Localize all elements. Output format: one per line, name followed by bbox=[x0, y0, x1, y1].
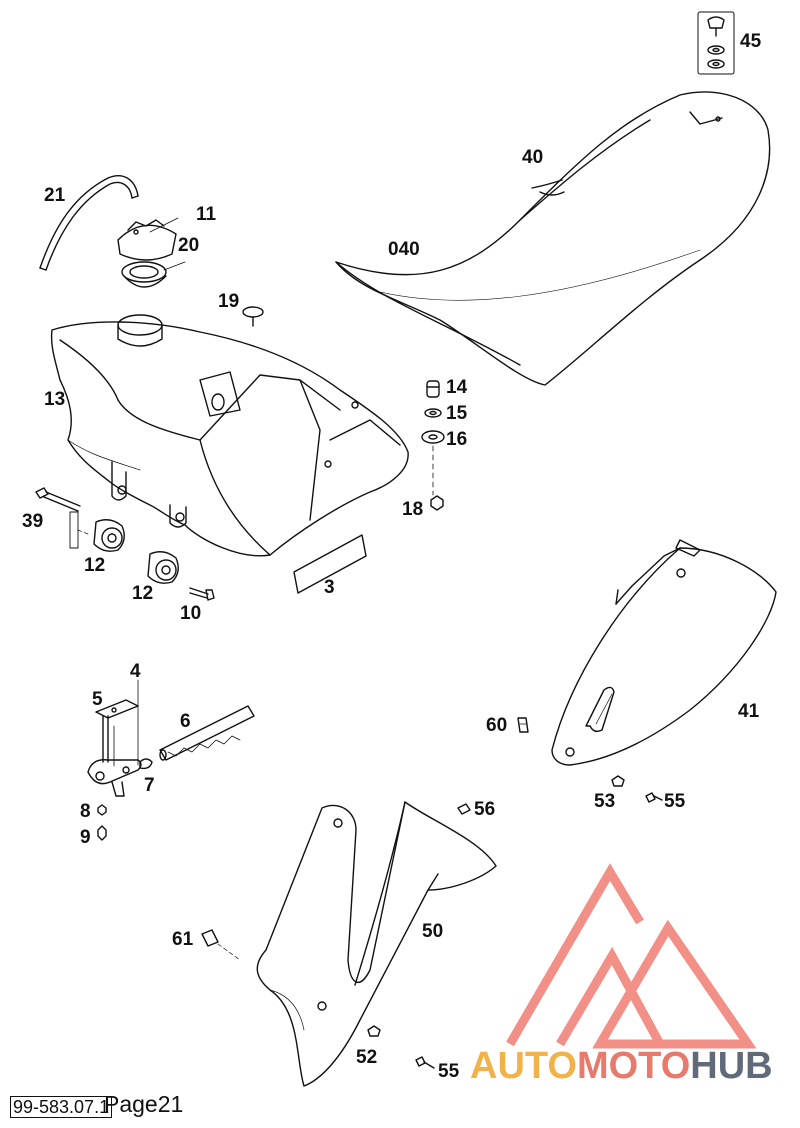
part-55-screw-lower bbox=[415, 1056, 435, 1069]
part-18-nut bbox=[430, 495, 444, 511]
label-part-12-right: 12 bbox=[132, 583, 154, 604]
label-part-53: 53 bbox=[594, 791, 616, 812]
part-16-rubber-washer bbox=[421, 430, 445, 444]
label-part-45: 45 bbox=[740, 31, 762, 52]
part-4-fuel-tap bbox=[87, 679, 142, 797]
part-10-bolt bbox=[189, 587, 215, 601]
part-21-breather-hose bbox=[39, 175, 139, 271]
label-part-41: 41 bbox=[738, 701, 760, 722]
page-number: Page21 bbox=[104, 1091, 184, 1117]
part-41-side-cover bbox=[551, 539, 777, 766]
label-part-8: 8 bbox=[80, 801, 91, 822]
part-45-seat-screw bbox=[697, 11, 735, 75]
part-61-clip bbox=[201, 929, 241, 961]
part-7-hose-clamp bbox=[139, 758, 153, 770]
part-50-side-cover bbox=[256, 801, 497, 1087]
label-part-50: 50 bbox=[422, 921, 444, 942]
label-part-5: 5 bbox=[92, 689, 103, 710]
watermark-hub: HUB bbox=[690, 1045, 773, 1087]
label-part-39: 39 bbox=[22, 511, 44, 532]
label-part-15: 15 bbox=[446, 403, 468, 424]
part-15-washer bbox=[424, 408, 442, 418]
label-part-6: 6 bbox=[180, 711, 191, 732]
label-part-10: 10 bbox=[180, 603, 202, 624]
watermark-logo-icon bbox=[506, 863, 757, 1049]
label-part-55-upper: 55 bbox=[664, 791, 686, 812]
label-part-18: 18 bbox=[402, 499, 424, 520]
part-12-grommet-right bbox=[147, 551, 179, 584]
label-part-19: 19 bbox=[218, 291, 240, 312]
watermark-moto: MOTO bbox=[576, 1045, 691, 1087]
part-55-screw-upper bbox=[645, 792, 663, 803]
part-9-screw bbox=[97, 825, 107, 841]
part-14-screw bbox=[426, 380, 440, 398]
part-39-bolt bbox=[35, 487, 89, 549]
watermark-auto: AUTO bbox=[470, 1045, 577, 1087]
label-part-13: 13 bbox=[44, 389, 66, 410]
label-part-61: 61 bbox=[172, 929, 194, 950]
catalog-code: 99-583.07.1 bbox=[10, 1096, 113, 1118]
label-part-14: 14 bbox=[446, 377, 468, 398]
part-13-fuel-tank bbox=[50, 314, 409, 557]
label-part-7: 7 bbox=[144, 775, 155, 796]
label-part-20: 20 bbox=[178, 235, 200, 256]
label-part-60: 60 bbox=[486, 715, 508, 736]
label-part-52: 52 bbox=[356, 1047, 378, 1068]
label-part-55-lower: 55 bbox=[438, 1061, 460, 1082]
part-53-washer bbox=[611, 775, 625, 787]
label-part-9: 9 bbox=[80, 827, 91, 848]
label-part-4: 4 bbox=[130, 661, 141, 682]
part-20-cap-gasket bbox=[121, 261, 186, 288]
label-part-3: 3 bbox=[324, 577, 335, 598]
label-part-11: 11 bbox=[196, 204, 217, 225]
label-part-56: 56 bbox=[474, 799, 496, 820]
label-part-40: 40 bbox=[522, 147, 544, 168]
part-12-grommet-left bbox=[93, 519, 125, 552]
part-52-washer bbox=[367, 1025, 381, 1037]
watermark-text: AUTOMOTOHUB bbox=[470, 1046, 773, 1086]
label-part-040: 040 bbox=[388, 239, 420, 260]
part-56-screw bbox=[457, 803, 471, 815]
label-part-16: 16 bbox=[446, 429, 468, 450]
part-60-clip bbox=[517, 717, 529, 733]
label-part-12-left: 12 bbox=[84, 555, 106, 576]
part-6-fuel-hose bbox=[159, 705, 255, 761]
part-19-screw bbox=[242, 306, 264, 327]
label-part-21: 21 bbox=[44, 185, 66, 206]
part-40-seat bbox=[335, 91, 771, 386]
part-3-rubber-strip bbox=[293, 534, 367, 594]
part-11-fuel-cap bbox=[117, 217, 179, 261]
part-8-nut bbox=[97, 804, 107, 816]
